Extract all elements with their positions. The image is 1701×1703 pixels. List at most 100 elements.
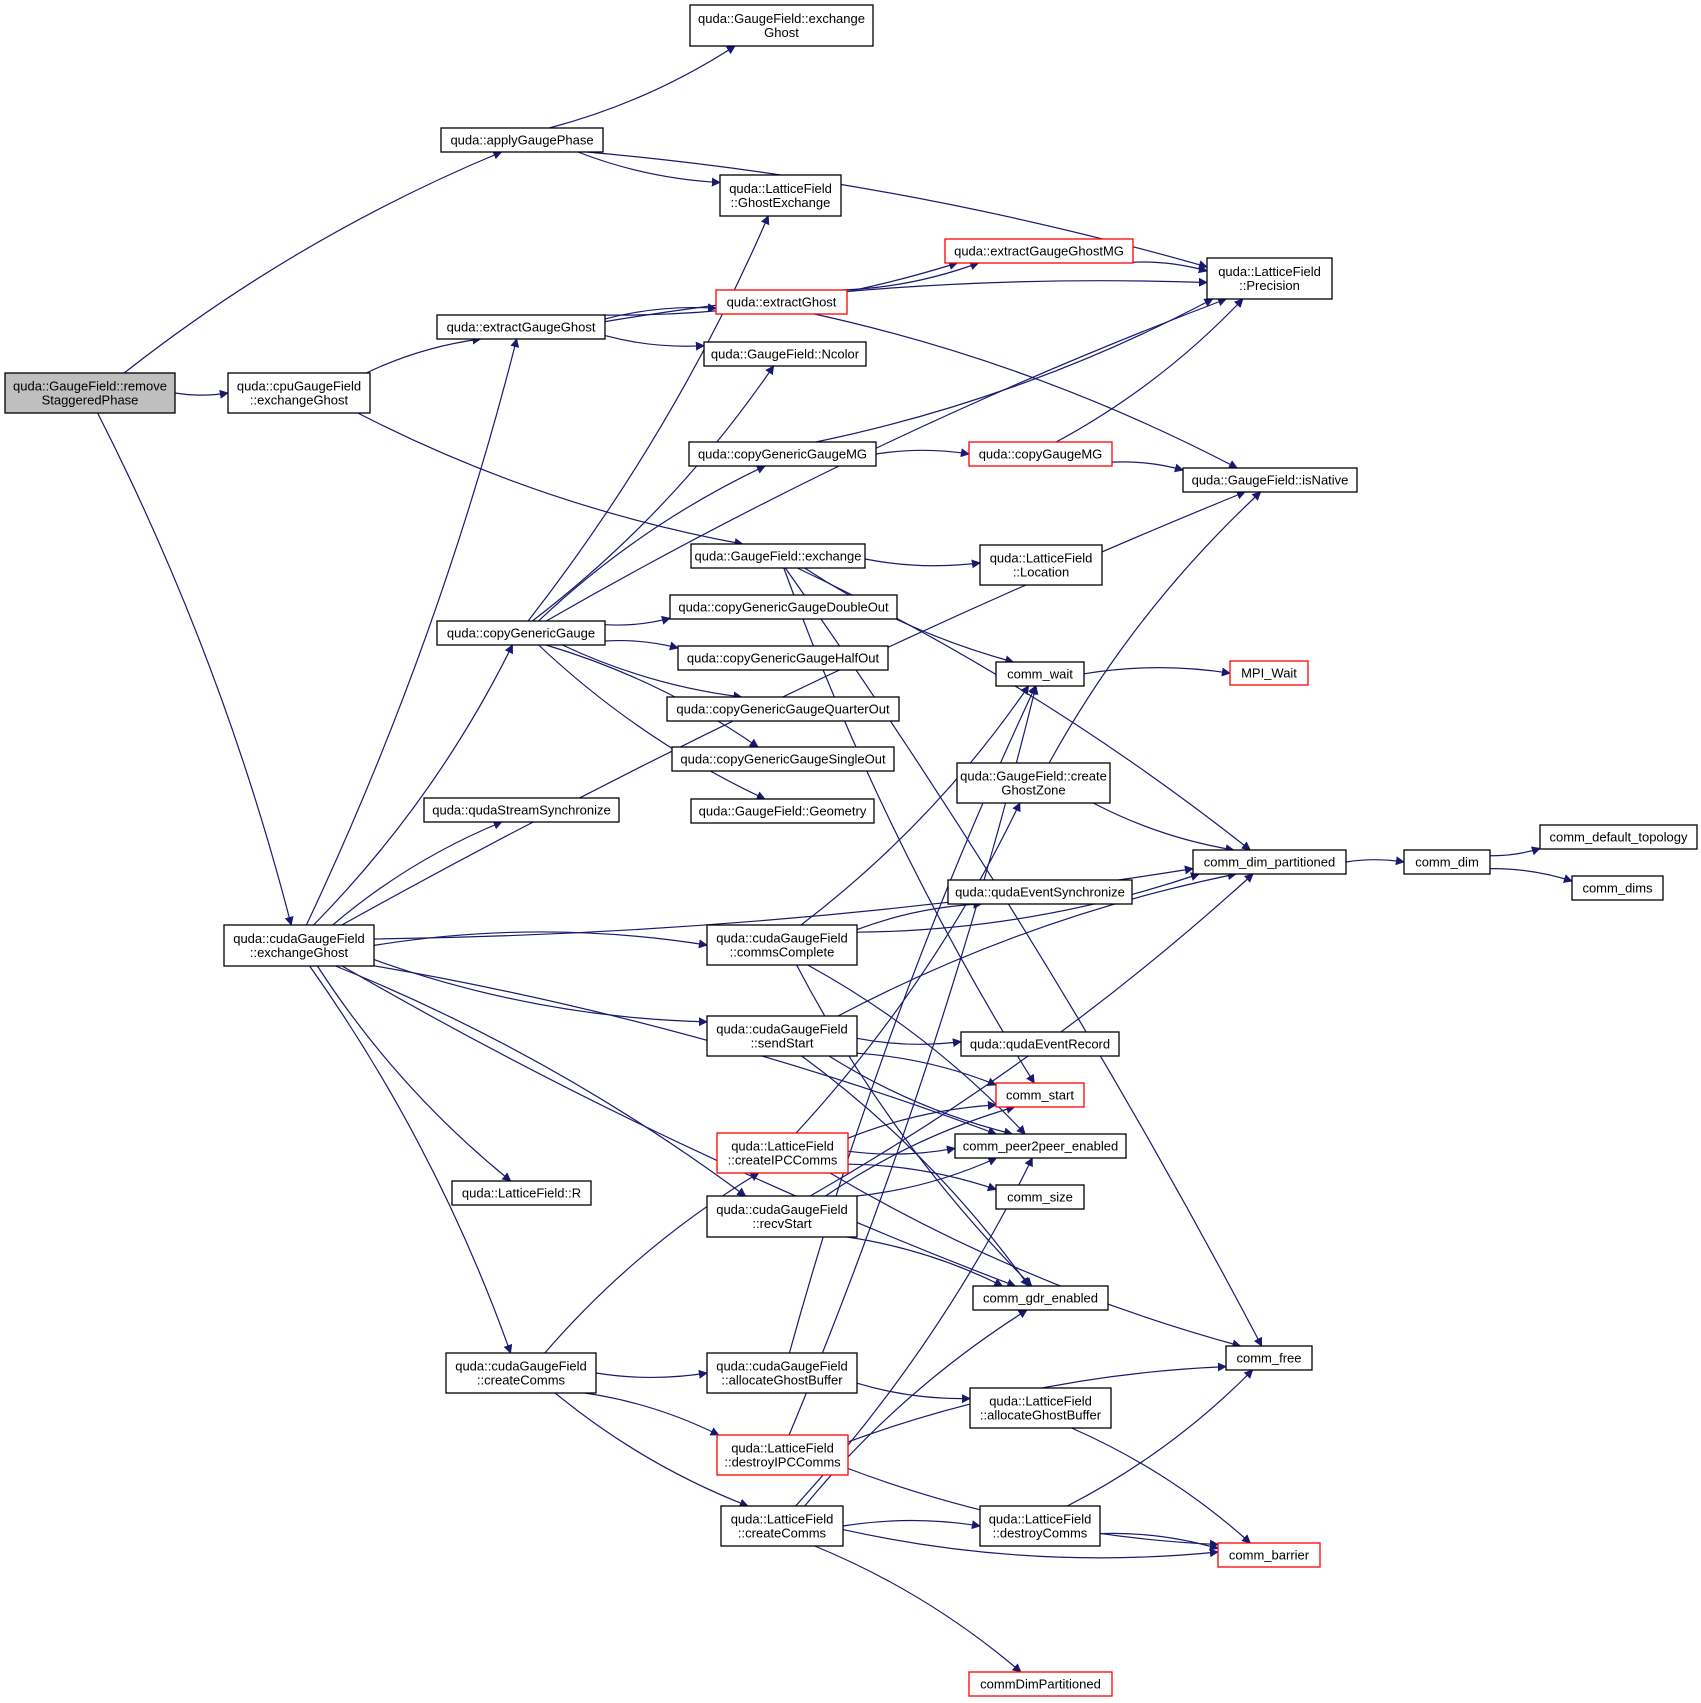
node-cggSingleOut[interactable]: quda::copyGenericGaugeSingleOut <box>671 746 895 772</box>
node-comm_free[interactable]: comm_free <box>1225 1345 1313 1371</box>
node-qudaEventSynchronize[interactable]: quda::qudaEventSynchronize <box>947 879 1133 905</box>
node-cuda_allocateGhostBuffer[interactable]: quda::cudaGaugeField::allocateGhostBuffe… <box>706 1352 858 1394</box>
node-gf_isNative[interactable]: quda::GaugeField::isNative <box>1182 467 1358 493</box>
node-cggQuarterOut[interactable]: quda::copyGenericGaugeQuarterOut <box>666 696 900 722</box>
node-gf_Ncolor[interactable]: quda::GaugeField::Ncolor <box>703 341 867 367</box>
node-box[interactable] <box>979 544 1103 586</box>
node-recvStart[interactable]: quda::cudaGaugeField::recvStart <box>706 1195 858 1238</box>
node-lf_destroyIPCComms[interactable]: quda::LatticeField::destroyIPCComms <box>716 1434 849 1476</box>
node-box[interactable] <box>995 1184 1085 1210</box>
node-lf_Precision[interactable]: quda::LatticeField::Precision <box>1206 257 1333 300</box>
node-box[interactable] <box>954 1133 1127 1159</box>
node-cuda_createComms[interactable]: quda::cudaGaugeField::createComms <box>445 1352 597 1394</box>
node-cggHalfOut[interactable]: quda::copyGenericGaugeHalfOut <box>677 645 889 671</box>
node-box[interactable] <box>677 645 889 671</box>
node-gf_Geometry[interactable]: quda::GaugeField::Geometry <box>690 798 875 824</box>
node-box[interactable] <box>1225 1345 1313 1371</box>
node-cuda_exchangeGhost[interactable]: quda::cudaGaugeField::exchangeGhost <box>223 924 375 967</box>
node-commDimPartitioned[interactable]: commDimPartitioned <box>968 1671 1113 1697</box>
node-gf_exchangeGhost[interactable]: quda::GaugeField::exchangeGhost <box>689 4 874 47</box>
node-box[interactable] <box>716 1434 849 1476</box>
node-comm_dim_partitioned[interactable]: comm_dim_partitioned <box>1192 849 1347 875</box>
node-comm_start[interactable]: comm_start <box>995 1082 1085 1108</box>
node-lf_createIPCComms[interactable]: quda::LatticeField::createIPCComms <box>716 1132 849 1174</box>
node-box[interactable] <box>4 372 176 414</box>
node-box[interactable] <box>969 1387 1112 1429</box>
node-box[interactable] <box>703 341 867 367</box>
node-cpu_exchangeGhost[interactable]: quda::cpuGaugeField::exchangeGhost <box>227 372 371 414</box>
node-comm_size[interactable]: comm_size <box>995 1184 1085 1210</box>
node-box[interactable] <box>689 4 874 47</box>
node-box[interactable] <box>706 1015 858 1057</box>
node-box[interactable] <box>1217 1542 1321 1568</box>
node-comm_dims[interactable]: comm_dims <box>1571 875 1664 901</box>
node-extractGhost[interactable]: quda::extractGhost <box>715 289 848 315</box>
node-box[interactable] <box>716 1132 849 1174</box>
node-box[interactable] <box>968 441 1113 467</box>
node-box[interactable] <box>223 924 375 967</box>
node-MPI_Wait[interactable]: MPI_Wait <box>1229 660 1309 686</box>
node-box[interactable] <box>956 762 1111 804</box>
node-box[interactable] <box>1206 257 1333 300</box>
node-box[interactable] <box>706 1352 858 1394</box>
node-gf_exchange[interactable]: quda::GaugeField::exchange <box>690 543 866 569</box>
node-box[interactable] <box>972 1285 1109 1311</box>
node-comm_peer2peer_enabled[interactable]: comm_peer2peer_enabled <box>954 1133 1127 1159</box>
node-box[interactable] <box>706 924 858 966</box>
node-box[interactable] <box>669 594 898 620</box>
node-copyGenericGaugeMG[interactable]: quda::copyGenericGaugeMG <box>688 441 877 467</box>
node-lf_createComms[interactable]: quda::LatticeField::createComms <box>720 1505 844 1547</box>
node-box[interactable] <box>227 372 371 414</box>
node-box[interactable] <box>995 1082 1085 1108</box>
node-qudaEventRecord[interactable]: quda::qudaEventRecord <box>960 1031 1120 1057</box>
node-box[interactable] <box>720 1505 844 1547</box>
node-extractGaugeGhostMG[interactable]: quda::extractGaugeGhostMG <box>944 238 1134 264</box>
node-box[interactable] <box>1571 875 1664 901</box>
node-box[interactable] <box>979 1505 1101 1547</box>
node-lf_GhostExchange[interactable]: quda::LatticeField::GhostExchange <box>719 174 842 217</box>
node-box[interactable] <box>423 797 620 823</box>
node-lf_destroyComms[interactable]: quda::LatticeField::destroyComms <box>979 1505 1101 1547</box>
node-lf_allocateGhostBuffer[interactable]: quda::LatticeField::allocateGhostBuffer <box>969 1387 1112 1429</box>
node-box[interactable] <box>1539 824 1698 850</box>
node-copyGaugeMG[interactable]: quda::copyGaugeMG <box>968 441 1113 467</box>
node-copyGenericGauge[interactable]: quda::copyGenericGauge <box>436 620 606 646</box>
node-comm_gdr_enabled[interactable]: comm_gdr_enabled <box>972 1285 1109 1311</box>
node-box[interactable] <box>968 1671 1113 1697</box>
node-cggDoubleOut[interactable]: quda::copyGenericGaugeDoubleOut <box>669 594 898 620</box>
node-commsComplete[interactable]: quda::cudaGaugeField::commsComplete <box>706 924 858 966</box>
node-box[interactable] <box>1403 849 1491 875</box>
node-applyGaugePhase[interactable]: quda::applyGaugePhase <box>440 127 604 153</box>
node-extractGaugeGhost[interactable]: quda::extractGaugeGhost <box>436 314 606 340</box>
node-comm_dim[interactable]: comm_dim <box>1403 849 1491 875</box>
node-box[interactable] <box>451 1180 592 1206</box>
node-lf_Location[interactable]: quda::LatticeField::Location <box>979 544 1103 586</box>
node-box[interactable] <box>960 1031 1120 1057</box>
node-box[interactable] <box>1192 849 1347 875</box>
node-box[interactable] <box>1182 467 1358 493</box>
node-box[interactable] <box>688 441 877 467</box>
node-box[interactable] <box>690 798 875 824</box>
node-box[interactable] <box>1229 660 1309 686</box>
node-comm_barrier[interactable]: comm_barrier <box>1217 1542 1321 1568</box>
node-box[interactable] <box>706 1195 858 1238</box>
node-box[interactable] <box>947 879 1133 905</box>
node-box[interactable] <box>944 238 1134 264</box>
node-box[interactable] <box>440 127 604 153</box>
node-box[interactable] <box>436 620 606 646</box>
node-lf_R[interactable]: quda::LatticeField::R <box>451 1180 592 1206</box>
node-box[interactable] <box>436 314 606 340</box>
node-comm_wait[interactable]: comm_wait <box>995 661 1085 687</box>
node-comm_default_topology[interactable]: comm_default_topology <box>1539 824 1698 850</box>
node-qudaStreamSynchronize[interactable]: quda::qudaStreamSynchronize <box>423 797 620 823</box>
node-box[interactable] <box>445 1352 597 1394</box>
node-box[interactable] <box>719 174 842 217</box>
node-box[interactable] <box>995 661 1085 687</box>
node-box[interactable] <box>671 746 895 772</box>
node-box[interactable] <box>715 289 848 315</box>
node-sendStart[interactable]: quda::cudaGaugeField::sendStart <box>706 1015 858 1057</box>
node-box[interactable] <box>690 543 866 569</box>
node-box[interactable] <box>666 696 900 722</box>
